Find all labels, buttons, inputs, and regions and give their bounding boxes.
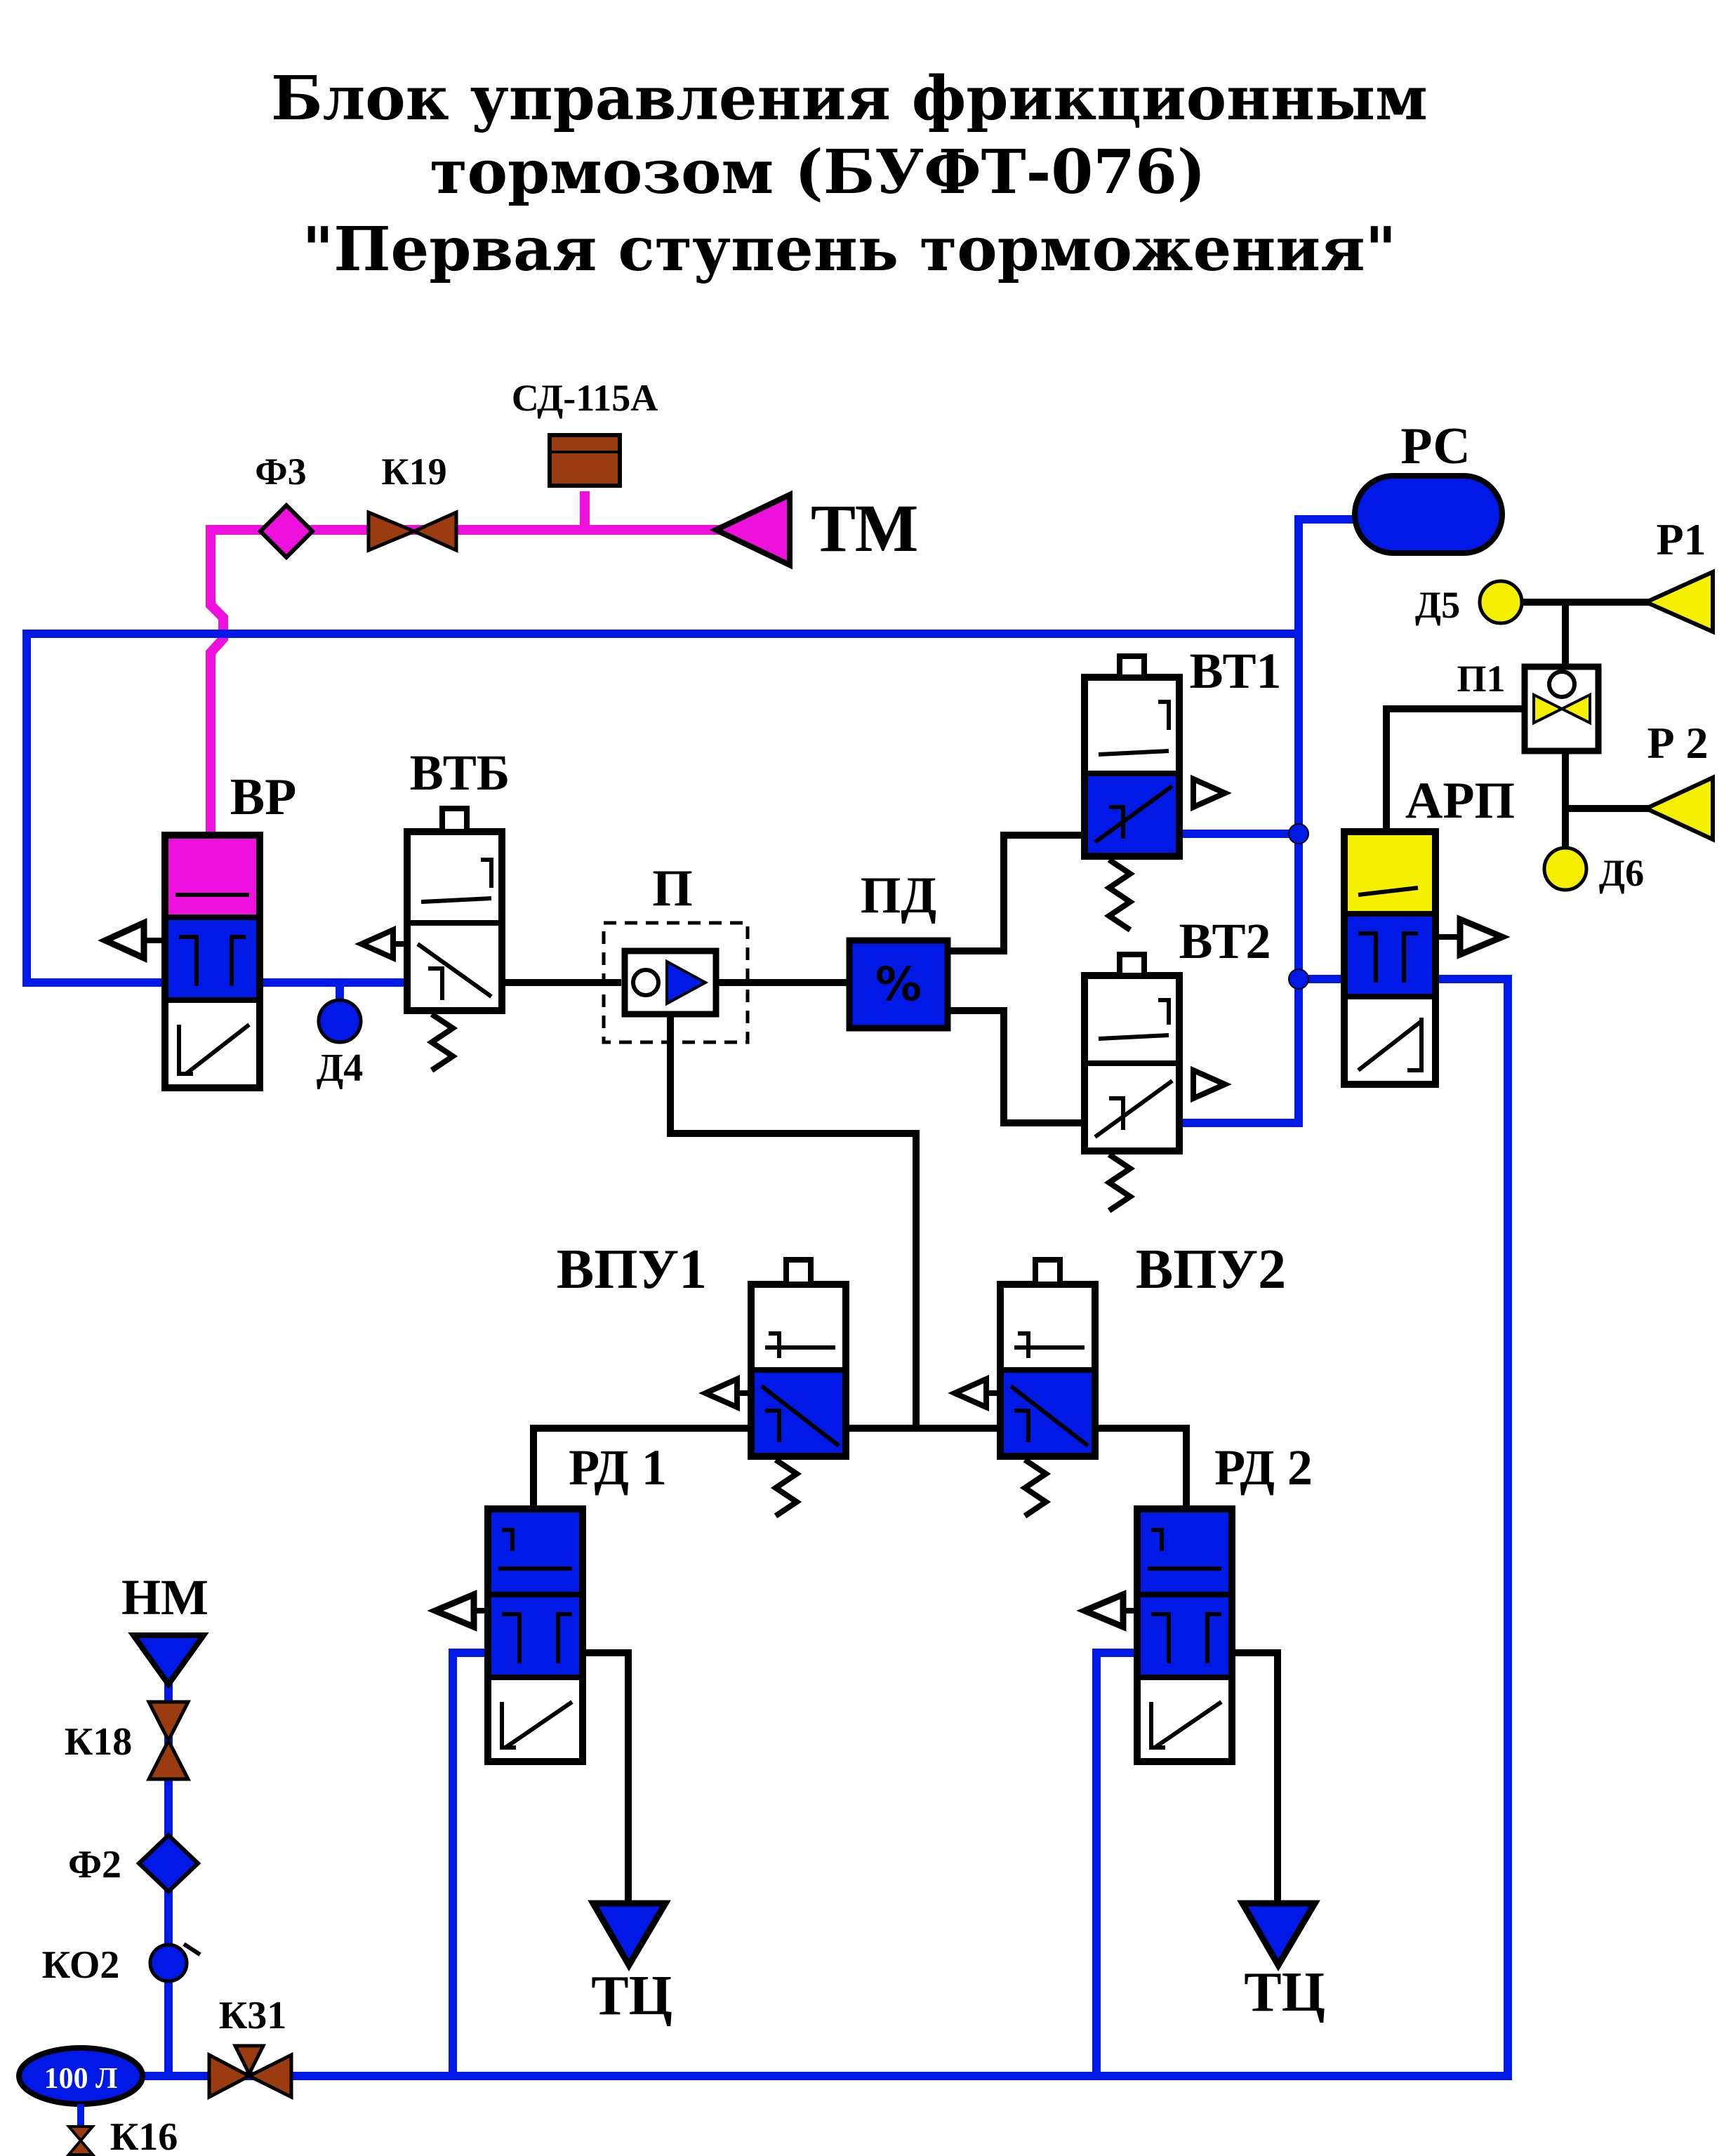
nm-triangle-icon (128, 1632, 209, 1689)
rd2-exhaust-icon (1076, 1590, 1127, 1632)
black-lines (505, 599, 1653, 1923)
vr-valve (161, 832, 263, 1091)
vt1-exhaust-icon (1191, 774, 1232, 812)
tm-label: ТМ (811, 491, 918, 566)
nm-label: НМ (121, 1569, 208, 1625)
p-check-valve (621, 947, 720, 1018)
r2-label: Р 2 (1647, 718, 1708, 768)
d4-label: Д4 (317, 1046, 364, 1090)
sd115a-label: СД-115А (512, 377, 658, 419)
vpu2-label: ВПУ2 (1136, 1239, 1286, 1300)
vtb-exhaust-icon (354, 925, 396, 963)
tm-triangle-icon (709, 490, 793, 570)
pd-symbol: % (875, 957, 922, 1011)
sd115a-box (548, 433, 622, 488)
d6-label: Д6 (1599, 852, 1644, 894)
pd-label: ПД (861, 867, 936, 924)
k16-label: К16 (110, 2115, 178, 2156)
junction-dot (1288, 823, 1309, 844)
k19-label: К19 (381, 451, 446, 493)
arp-label: АРП (1405, 772, 1515, 830)
vpu1-label: ВПУ1 (557, 1239, 707, 1300)
ko2-check-icon (148, 1943, 189, 1983)
f3-filter-icon (257, 502, 316, 561)
p1-valve-label: П1 (1457, 658, 1505, 700)
p-label: П (652, 860, 693, 917)
d5-sensor-icon (1478, 579, 1524, 625)
k18-label: К18 (65, 1720, 133, 1764)
vtb-label: ВТБ (410, 745, 510, 801)
vpu1-exhaust-icon (698, 1374, 740, 1412)
k16-valve-icon (65, 2125, 96, 2143)
vr-label: ВР (230, 768, 297, 826)
tc-right-triangle-icon (1237, 1900, 1320, 1971)
tc-left-label: ТЦ (591, 1965, 672, 2027)
k31-valve-icon (207, 2051, 253, 2101)
title-line1: Блок управления фрикционным (271, 63, 1428, 134)
rd2-valve (1134, 1505, 1235, 1765)
title-line2: тормозом (БУФТ-076) (430, 137, 1205, 208)
vt2-exhaust-icon (1191, 1065, 1232, 1103)
p-dashed-frame (602, 921, 750, 1044)
rs-label: РС (1400, 418, 1471, 475)
rs-reservoir (1352, 473, 1505, 556)
p1-check-valve (1521, 663, 1602, 754)
r1-label: Р1 (1656, 514, 1706, 564)
d5-label: Д5 (1415, 584, 1460, 626)
d4-sensor-icon (317, 998, 363, 1044)
f2-label: Ф2 (68, 1843, 121, 1886)
vpu2-valve (997, 1257, 1099, 1519)
k31-label: К31 (219, 1994, 287, 2037)
ko2-label: КО2 (42, 1943, 120, 1987)
tc-left-triangle-icon (588, 1900, 671, 1971)
vt1-label: ВТ1 (1189, 643, 1281, 699)
r1-triangle-icon (1640, 568, 1715, 635)
arp-valve (1341, 828, 1439, 1088)
k19-valve-icon (366, 510, 419, 553)
vt2-valve (1081, 952, 1183, 1213)
tank-label: 100 Л (44, 2063, 118, 2095)
rd1-exhaust-icon (427, 1590, 477, 1632)
title-line3: "Первая ступень торможения" (303, 214, 1397, 285)
vpu2-exhaust-icon (948, 1374, 989, 1412)
vpu1-valve (748, 1257, 849, 1519)
vtb-valve (404, 806, 505, 1073)
rd2-label: РД 2 (1214, 1439, 1313, 1496)
f2-filter-icon (135, 1832, 201, 1895)
tm-line (206, 491, 744, 835)
f3-label: Ф3 (255, 451, 306, 493)
arp-exhaust-icon (1457, 914, 1511, 959)
d6-sensor-icon (1542, 846, 1589, 892)
rd1-label: РД 1 (569, 1439, 667, 1496)
pd-box (846, 937, 951, 1032)
r2-triangle-icon (1640, 774, 1715, 843)
k18-valve-icon (145, 1700, 192, 1745)
rd1-valve (484, 1505, 586, 1765)
vt2-label: ВТ2 (1179, 913, 1271, 969)
vt1-valve (1081, 653, 1183, 933)
vr-exhaust-icon (98, 918, 147, 963)
tc-right-label: ТЦ (1244, 1962, 1325, 2023)
junction-dot (1288, 969, 1309, 990)
